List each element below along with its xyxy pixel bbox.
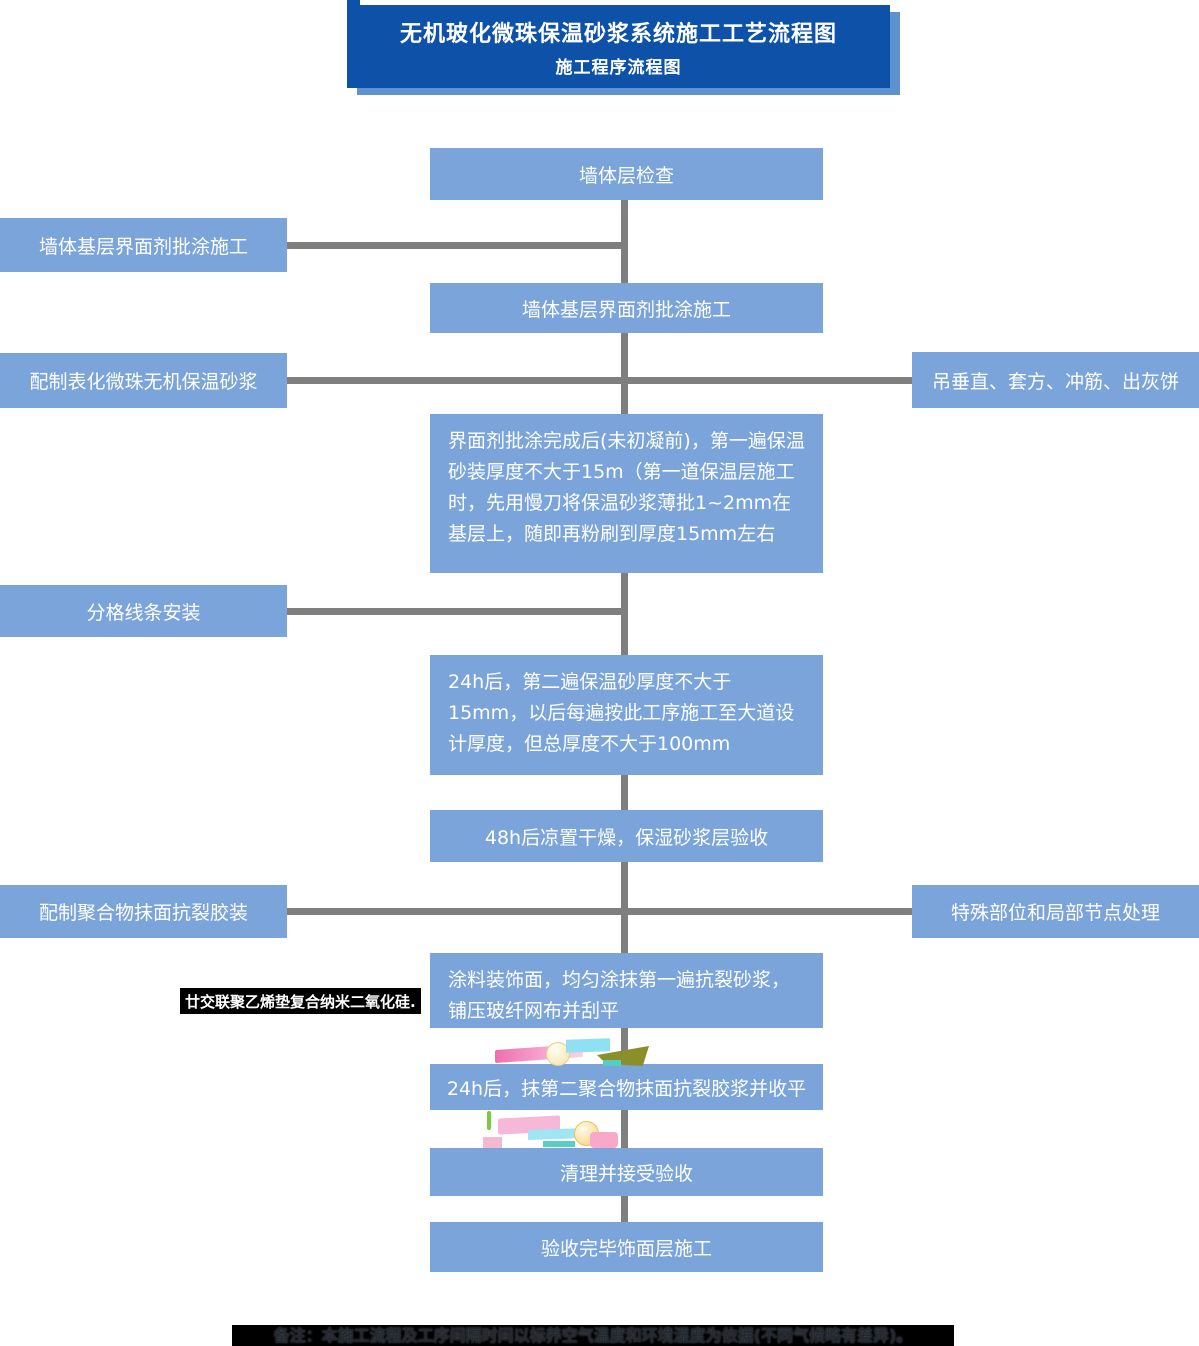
connector-adhesive-special (287, 908, 912, 915)
artifact-pink-blob-icon (590, 1132, 618, 1148)
connector-mortar-plumb (287, 377, 912, 384)
artifact-teal-bit-icon (603, 1060, 621, 1066)
flow-box-interface-agent: 墙体基层界面剂批涂施工 (430, 283, 823, 333)
artifact-sprout-icon (487, 1111, 491, 1130)
header-banner: 无机玻化微珠保温砂浆系统施工工艺流程图 施工程序流程图 (347, 5, 890, 88)
flow-box-second-insulation-coat: 24h后，第二遍保温砂厚度不大于15mm，以后每遍按此工序施工至大道设计厚度，但… (430, 655, 823, 775)
flow-box-first-insulation-coat: 界面剂批涂完成后(未初凝前)，第一遍保温砂装厚度不大于15m（第一道保温层施工时… (430, 414, 823, 573)
flow-box-48h-drying: 48h后凉置干燥，保湿砂浆层验收 (430, 810, 823, 862)
page-subtitle: 施工程序流程图 (555, 57, 682, 78)
flow-box-anticrack-mortar: 涂料装饰面，均匀涂抹第一遍抗裂砂浆，铺压玻纤网布并刮平 (430, 953, 823, 1028)
artifact-pink-square-icon (483, 1137, 502, 1148)
side-box-prepare-adhesive: 配制聚合物抹面抗裂胶装 (0, 885, 287, 938)
header-corner-notch (347, 0, 360, 9)
flow-box-clean-accept: 清理并接受验收 (430, 1148, 823, 1196)
side-box-grid-lines: 分格线条安装 (0, 585, 287, 637)
side-box-interface-agent: 墙体基层界面剂批涂施工 (0, 218, 287, 272)
flow-box-second-plaster: 24h后，抹第二聚合物抹面抗裂胶浆并收平 (430, 1064, 823, 1110)
artifact-teal-bit-icon (543, 1141, 575, 1147)
side-box-plumb-square: 吊垂直、套方、冲筋、出灰饼 (912, 352, 1199, 408)
connector-grid-lines (287, 608, 628, 615)
footer-note: 备注：本施工流程及工序间隔时间以标养空气温度和环境湿度为依据(不同气候略有差异)… (232, 1325, 954, 1346)
black-highlight-label: 廿交联聚乙烯垫复合纳米二氧化硅. (180, 988, 421, 1014)
side-box-prepare-mortar: 配制表化微珠无机保温砂浆 (0, 353, 287, 408)
artifact-cyan-strip-icon (566, 1038, 610, 1053)
flow-box-wall-inspection: 墙体层检查 (430, 148, 823, 200)
page-title: 无机玻化微珠保温砂浆系统施工工艺流程图 (399, 21, 837, 47)
connector-interface-agent (287, 242, 628, 249)
side-box-special-parts: 特殊部位和局部节点处理 (912, 885, 1199, 938)
flow-box-final-finish: 验收完毕饰面层施工 (430, 1222, 823, 1272)
